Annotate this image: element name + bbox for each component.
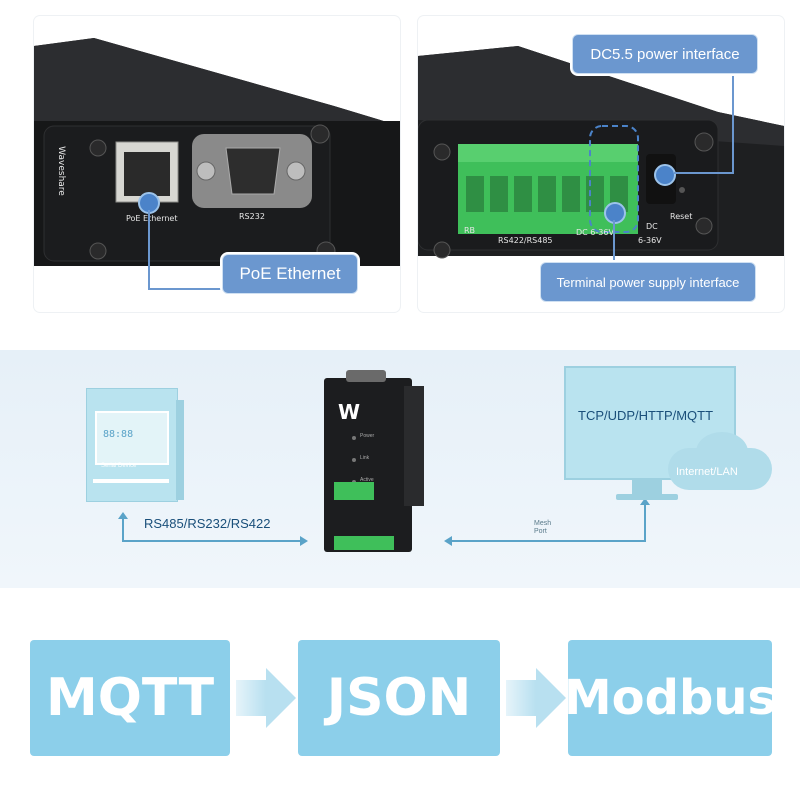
monitor-protocols-label: TCP/UDP/HTTP/MQTT [578, 408, 714, 423]
dc-label: DC [646, 222, 658, 231]
serial-connector-horizontal [122, 540, 302, 542]
mesh-port-label: Mesh Port [534, 520, 552, 535]
arrow-up-icon [118, 512, 128, 519]
rs232-port-label: RS232 [239, 212, 265, 221]
dc-leader-vertical [732, 56, 734, 174]
arrow-right-icon [300, 536, 308, 546]
serial-protocols-label: RS485/RS232/RS422 [144, 516, 271, 531]
flow-arrow-shaft-2 [506, 680, 536, 716]
network-connector-up [644, 504, 646, 542]
led-label-link: Link [360, 455, 370, 461]
brand-vertical-text: Waveshare [55, 146, 66, 196]
brand-logo-icon: W [338, 400, 361, 424]
poe-leader-vertical [148, 210, 150, 290]
serial-screen-value: 88:88 [103, 429, 134, 440]
device-front-right-illustration [418, 46, 784, 259]
arrow-up-icon [640, 498, 650, 505]
dc-power-callout: DC5.5 power interface [572, 34, 758, 74]
poe-leader-horizontal [148, 288, 222, 290]
gateway-device: W Power Link Active [324, 378, 412, 552]
dc-marker-dot [654, 164, 676, 186]
led-label-power: Power [360, 433, 375, 439]
arrow-right-icon [266, 668, 296, 728]
terminal-dc-label: DC 6-36V [576, 228, 614, 237]
network-connector-horizontal [450, 540, 646, 542]
flow-arrow-shaft-1 [236, 680, 266, 716]
poe-ethernet-callout: PoE Ethernet [222, 254, 358, 294]
serial-device: 88:88 Serial Device [86, 388, 178, 502]
dc-range-label: 6-36V [638, 236, 662, 245]
poe-port-label: PoE Ethernet [126, 214, 178, 223]
terminal-label-rb: RB [464, 226, 476, 235]
terminal-leader-vertical [613, 220, 615, 262]
cloud-label: Internet/LAN [676, 466, 738, 478]
dc-leader-horizontal [674, 172, 734, 174]
led-label-active: Active [360, 477, 374, 483]
arrow-left-icon [444, 536, 452, 546]
arrow-right-icon [536, 668, 566, 728]
flow-step-modbus: Modbus [564, 640, 776, 756]
serial-device-label: Serial Device [101, 463, 137, 469]
terminal-power-callout: Terminal power supply interface [540, 262, 756, 302]
flow-step-mqtt: MQTT [30, 640, 230, 756]
terminal-marker-dot [604, 202, 626, 224]
reset-label: Reset [670, 212, 693, 221]
terminal-group-label: RS422/RS485 [498, 236, 553, 245]
flow-step-json: JSON [298, 640, 500, 756]
poe-ethernet-panel: Waveshare PoE Ethernet RS232 [34, 16, 400, 312]
device-front-left-illustration [34, 38, 400, 266]
serial-connector-up [122, 517, 124, 541]
